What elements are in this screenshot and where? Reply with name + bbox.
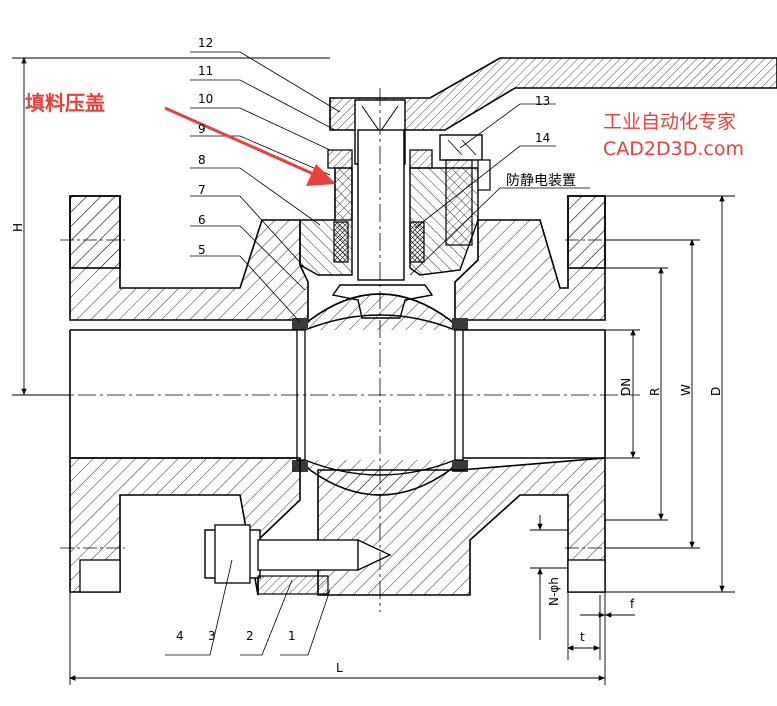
dim-H: H	[11, 223, 25, 232]
annotation-arrow	[164, 106, 336, 186]
dim-t: t	[580, 630, 585, 644]
dim-D: D	[709, 387, 723, 396]
part-number-2: 2	[246, 629, 254, 643]
part-number-4: 4	[176, 629, 184, 643]
part-number-5: 5	[198, 243, 206, 257]
dim-L: L	[336, 661, 343, 675]
part-number-9: 9	[198, 122, 206, 136]
part-number-6: 6	[198, 213, 206, 227]
annotation-label: 填料压盖	[25, 91, 105, 115]
dim-DN: DN	[619, 378, 633, 396]
dim-N-phi-h: N-φh	[547, 577, 561, 606]
dimension-lines	[12, 57, 735, 685]
body-lower-right	[317, 457, 606, 596]
part-number-14: 14	[535, 131, 550, 145]
part-number-3: 3	[208, 629, 216, 643]
part-number-12: 12	[198, 36, 213, 50]
gland-bolt	[439, 134, 491, 246]
part-number-11: 11	[198, 64, 213, 78]
antistatic-label: 防静电装置	[506, 173, 576, 189]
watermark-line1: 工业自动化专家	[603, 111, 736, 133]
dim-W: W	[679, 384, 693, 396]
dim-R: R	[648, 388, 662, 396]
watermark-line2: CAD2D3D.com	[603, 138, 744, 160]
body-lower-left	[69, 457, 301, 596]
dim-f: f	[630, 597, 635, 611]
body-upper-right	[454, 195, 606, 321]
body-upper-left	[69, 195, 309, 321]
center-lines	[20, 88, 640, 612]
part-number-10: 10	[198, 92, 213, 106]
part-number-8: 8	[198, 153, 206, 167]
part-number-7: 7	[198, 183, 206, 197]
leader-lines	[165, 51, 590, 656]
part-number-1: 1	[288, 629, 296, 643]
body-bolt	[204, 524, 392, 595]
part-number-13: 13	[535, 94, 550, 108]
